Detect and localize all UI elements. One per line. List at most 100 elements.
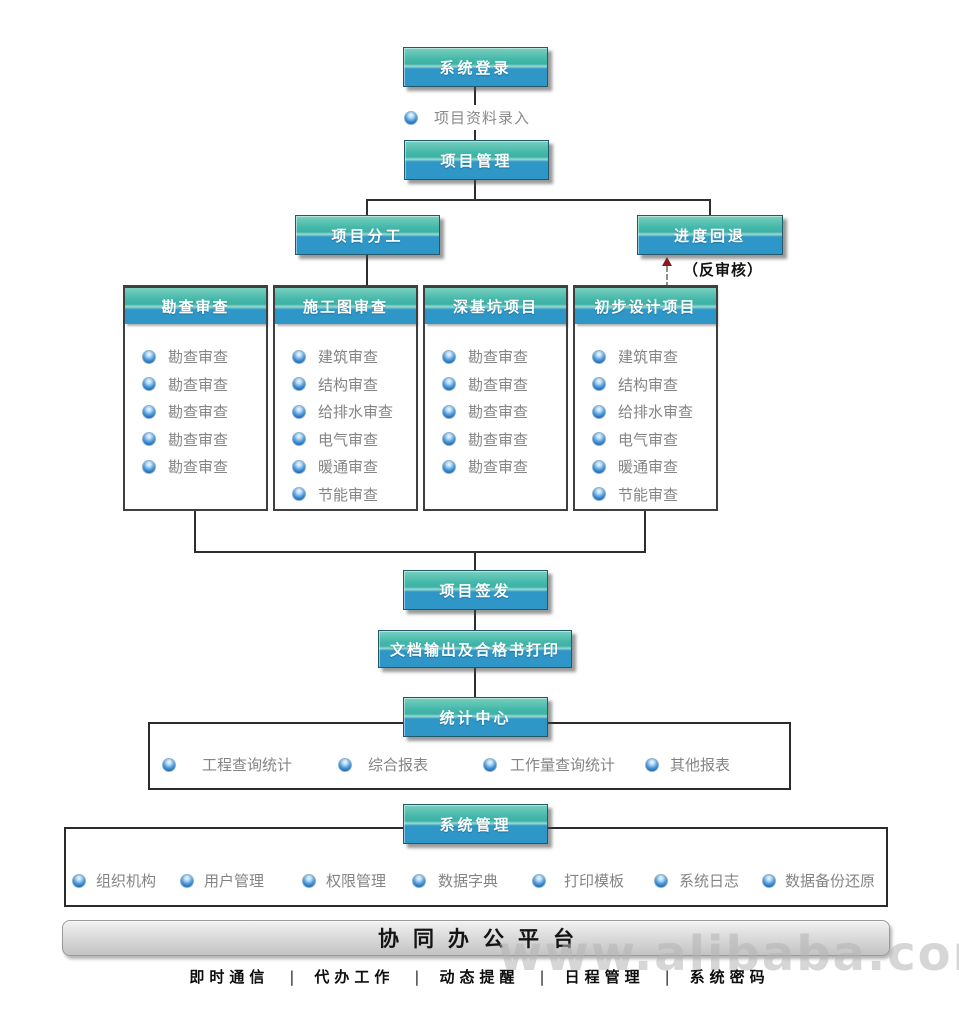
connector-line [474, 551, 476, 571]
column-header: 深基坑项目 [425, 288, 566, 324]
system-item-label: 用户管理 [204, 872, 265, 890]
bullet-icon [142, 404, 156, 419]
item-label: 勘查审查 [168, 375, 229, 394]
list-item: 结构审查 [575, 371, 716, 399]
project-management-node: 项目管理 [404, 140, 549, 180]
list-item: 勘查审查 [125, 426, 266, 454]
item-label: 勘查审查 [168, 348, 229, 367]
nav-item: 系统密码 [689, 968, 770, 986]
bullet-icon [338, 757, 352, 772]
stats-center-node: 统计中心 [403, 697, 548, 737]
item-label: 暖通审查 [618, 458, 679, 477]
login-label: 系统登录 [439, 58, 512, 77]
bullet-icon [72, 873, 86, 888]
nav-item: 动态提醒 [439, 968, 520, 986]
connector-line [474, 668, 476, 698]
review-column-preliminary-design: 初步设计项目 建筑审查 结构审查 给排水审查 电气审查 暖通审查 节能审查 [573, 285, 718, 511]
bullet-icon [302, 873, 316, 888]
bullet-icon [762, 873, 776, 888]
system-item: 组织机构 [72, 870, 156, 891]
bullet-icon [162, 757, 176, 772]
item-label: 电气审查 [618, 430, 679, 449]
column-header: 初步设计项目 [575, 288, 716, 324]
column-header: 施工图审查 [275, 288, 416, 324]
bullet-icon [404, 110, 418, 125]
item-label: 勘查审查 [468, 430, 529, 449]
stats-center-label: 统计中心 [439, 708, 512, 727]
bullet-icon [180, 873, 194, 888]
connector-line [194, 551, 646, 553]
system-item-label: 组织机构 [96, 872, 157, 890]
list-item: 给排水审查 [575, 398, 716, 426]
system-item: 系统日志 [654, 870, 739, 891]
list-item: 勘查审查 [425, 453, 566, 481]
system-item-label: 系统日志 [679, 872, 740, 890]
item-label: 节能审查 [618, 485, 679, 504]
project-management-label: 项目管理 [440, 151, 513, 170]
list-item: 给排水审查 [275, 398, 416, 426]
bullet-icon [442, 432, 456, 447]
project-division-label: 项目分工 [331, 226, 404, 245]
bullet-icon [532, 873, 546, 888]
reverse-audit-arrow-icon [662, 257, 672, 266]
column-header: 勘查审查 [125, 288, 266, 324]
progress-rollback-node: 进度回退 [637, 215, 783, 255]
item-label: 勘查审查 [468, 403, 529, 422]
bullet-icon [592, 404, 606, 419]
system-item: 数据备份还原 [762, 870, 875, 891]
bullet-icon [645, 757, 659, 772]
bullet-icon [592, 459, 606, 474]
bottom-nav: 即时通信 | 代办工作 | 动态提醒 | 日程管理 | 系统密码 [0, 966, 959, 987]
nav-item: 代办工作 [314, 968, 395, 986]
item-label: 勘查审查 [168, 403, 229, 422]
progress-rollback-label: 进度回退 [673, 226, 746, 245]
entry-row: 项目资料录入 [400, 105, 539, 130]
item-label: 勘查审查 [468, 458, 529, 477]
list-item: 节能审查 [275, 481, 416, 509]
list-item: 暖通审查 [275, 453, 416, 481]
document-output-node: 文档输出及合格书打印 [378, 630, 572, 668]
bullet-icon [292, 459, 306, 474]
bullet-icon [142, 377, 156, 392]
bullet-icon [442, 404, 456, 419]
item-label: 勘查审查 [468, 348, 529, 367]
reverse-audit-note: （反审核） [683, 261, 764, 279]
nav-item: 即时通信 [189, 968, 270, 986]
nav-separator: | [289, 967, 295, 986]
list-item: 结构审查 [275, 371, 416, 399]
item-label: 结构审查 [318, 375, 379, 394]
item-label: 节能审查 [318, 485, 379, 504]
list-item: 电气审查 [275, 426, 416, 454]
bullet-icon [292, 432, 306, 447]
list-item: 暖通审查 [575, 453, 716, 481]
login-node: 系统登录 [403, 47, 548, 87]
bullet-icon [592, 432, 606, 447]
list-item: 勘查审查 [425, 371, 566, 399]
item-label: 勘查审查 [168, 430, 229, 449]
bullet-icon [483, 757, 497, 772]
nav-separator: | [664, 967, 670, 986]
system-management-node: 系统管理 [403, 804, 548, 844]
bullet-icon [592, 487, 606, 502]
system-item-label: 权限管理 [326, 872, 387, 890]
list-item: 节能审查 [575, 481, 716, 509]
bullet-icon [654, 873, 668, 888]
bullet-icon [142, 349, 156, 364]
bullet-icon [592, 377, 606, 392]
nav-item: 日程管理 [564, 968, 645, 986]
item-label: 建筑审查 [318, 348, 379, 367]
item-label: 给排水审查 [618, 403, 694, 422]
nav-separator: | [414, 967, 420, 986]
stats-item-label: 综合报表 [368, 756, 429, 774]
list-item: 勘查审查 [425, 343, 566, 371]
item-label: 电气审查 [318, 430, 379, 449]
bullet-icon [442, 377, 456, 392]
reverse-audit-dashed-line [666, 266, 668, 288]
stats-item-label: 工作量查询统计 [510, 756, 616, 774]
stats-item-label: 其他报表 [670, 756, 731, 774]
item-label: 暖通审查 [318, 458, 379, 477]
bullet-icon [142, 459, 156, 474]
system-item: 权限管理 [302, 870, 386, 891]
connector-line [474, 180, 476, 201]
system-item: 用户管理 [180, 870, 264, 891]
